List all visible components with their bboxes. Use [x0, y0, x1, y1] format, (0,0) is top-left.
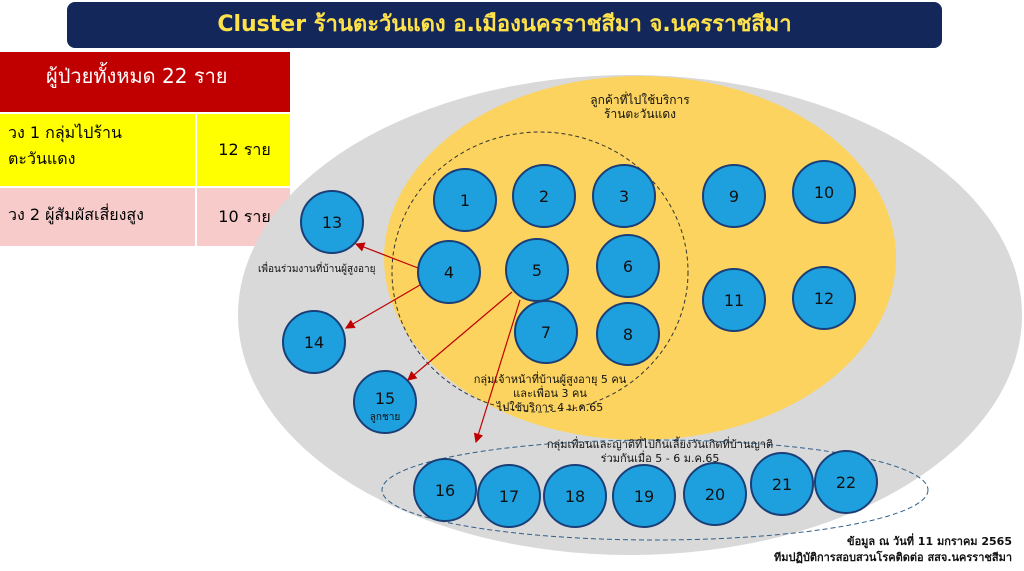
case-8-circle — [596, 302, 660, 366]
case-20-label: 20 — [705, 485, 725, 504]
case-4: 4 — [417, 240, 481, 304]
case-12-label: 12 — [814, 289, 834, 308]
case-17: 17 — [477, 464, 541, 528]
case-5: 5 — [505, 238, 569, 302]
case-22: 22 — [814, 450, 878, 514]
case-2-label: 2 — [539, 187, 549, 206]
arrow-5-to-15 — [407, 291, 513, 381]
case-18-circle — [543, 464, 607, 528]
case-7: 7 — [514, 300, 578, 364]
case-18-label: 18 — [565, 487, 585, 506]
case-9-circle — [702, 164, 766, 228]
case-16-label: 16 — [435, 481, 455, 500]
customers-label-line1: ลูกค้าที่ไปใช้บริการ — [590, 93, 690, 107]
coworkers-label: เพื่อนร่วมงานที่บ้านผู้สูงอายุ — [258, 264, 376, 275]
staff-label-line2: และเพื่อน 3 คน — [513, 387, 587, 400]
case-14-label: 14 — [304, 333, 324, 352]
case-2-circle — [512, 164, 576, 228]
case-22-circle — [814, 450, 878, 514]
ring1-label-line1: วง 1 กลุ่มไปร้าน — [8, 123, 122, 142]
case-19-label: 19 — [634, 487, 654, 506]
case-13-circle — [300, 190, 364, 254]
arrow-4-to-13 — [354, 242, 419, 269]
staff-group-label: กลุ่มเจ้าหน้าที่บ้านผู้สูงอายุ 5 คน และเ… — [455, 373, 645, 415]
case-4-label: 4 — [444, 263, 454, 282]
case-8: 8 — [596, 302, 660, 366]
case-6-circle — [596, 234, 660, 298]
case-21: 21 — [750, 452, 814, 516]
page-title: Cluster ร้านตะวันแดง อ.เมืองนครราชสีมา จ… — [67, 2, 942, 48]
transmission-arrows — [344, 242, 521, 444]
case-22-label: 22 — [836, 473, 856, 492]
case-5-label: 5 — [532, 261, 542, 280]
ring1-row: วง 1 กลุ่มไปร้าน ตะวันแดง 12 ราย — [0, 114, 290, 186]
customers-label-line2: ร้านตะวันแดง — [604, 107, 676, 121]
total-cases-cell: ผู้ป่วยทั้งหมด 22 ราย — [0, 52, 290, 112]
ring1-label-line2: ตะวันแดง — [8, 149, 76, 168]
ring2-count: 10 ราย — [218, 207, 271, 226]
case-15-circle — [353, 370, 417, 434]
case-3: 3 — [592, 164, 656, 228]
case-13-label: 13 — [322, 213, 342, 232]
case-19: 19 — [612, 464, 676, 528]
case-11-label: 11 — [724, 291, 744, 310]
staff-group-ring — [391, 131, 689, 413]
case-15-label: 15 — [375, 389, 395, 408]
case-20-circle — [683, 462, 747, 526]
case-21-circle — [750, 452, 814, 516]
case-12-circle — [792, 266, 856, 330]
case-14: 14 — [282, 310, 346, 374]
case-4-circle — [417, 240, 481, 304]
case-11: 11 — [702, 268, 766, 332]
case-1-circle — [433, 168, 497, 232]
staff-label-line3: ไปใช้บริการ 4 ม.ค.65 — [496, 401, 604, 414]
case-10: 10 — [792, 160, 856, 224]
customers-label: ลูกค้าที่ไปใช้บริการ ร้านตะวันแดง — [560, 93, 720, 121]
case-7-circle — [514, 300, 578, 364]
case-13: 13 — [300, 190, 364, 254]
case-9: 9 — [702, 164, 766, 228]
case-16: 16 — [413, 458, 477, 522]
case-20: 20 — [683, 462, 747, 526]
arrow-4-to-14 — [344, 284, 421, 329]
case-14-circle — [282, 310, 346, 374]
case-15: 15 ลูกชาย — [353, 370, 417, 434]
party-label-line1: กลุ่มเพื่อนและญาติที่ไปกินเลี้ยงวันเกิดท… — [546, 438, 774, 451]
case-7-label: 7 — [541, 323, 551, 342]
ring1-label: วง 1 กลุ่มไปร้าน ตะวันแดง — [0, 114, 197, 186]
case-21-label: 21 — [772, 475, 792, 494]
party-group-ring — [381, 439, 929, 541]
case-5-circle — [505, 238, 569, 302]
case-1-label: 1 — [460, 191, 470, 210]
case-17-circle — [477, 464, 541, 528]
case-10-circle — [792, 160, 856, 224]
ring1-count: 12 ราย — [218, 140, 271, 159]
footer-team: ทีมปฏิบัติการสอบสวนโรคติดต่อ สสจ.นครราชส… — [773, 551, 1012, 564]
case-17-label: 17 — [499, 487, 519, 506]
ring2-row: วง 2 ผู้สัมผัสเสี่ยงสูง 10 ราย — [0, 188, 290, 246]
case-8-label: 8 — [623, 325, 633, 344]
case-3-circle — [592, 164, 656, 228]
party-label-line2: ร่วมกันเมื่อ 5 - 6 ม.ค.65 — [600, 452, 720, 465]
case-11-circle — [702, 268, 766, 332]
case-2: 2 — [512, 164, 576, 228]
case-6-label: 6 — [623, 257, 633, 276]
ring2-label: วง 2 ผู้สัมผัสเสี่ยงสูง — [0, 188, 197, 246]
case-6: 6 — [596, 234, 660, 298]
case-18: 18 — [543, 464, 607, 528]
footer-date: ข้อมูล ณ วันที่ 11 มกราคม 2565 — [847, 535, 1012, 548]
case-19-circle — [612, 464, 676, 528]
case-3-label: 3 — [619, 187, 629, 206]
party-group-label: กลุ่มเพื่อนและญาติที่ไปกินเลี้ยงวันเกิดท… — [510, 438, 810, 466]
case-15-note: ลูกชาย — [370, 412, 400, 423]
case-10-label: 10 — [814, 183, 834, 202]
case-1: 1 — [433, 168, 497, 232]
arrow-5-to-16 — [473, 299, 521, 444]
case-16-circle — [413, 458, 477, 522]
case-12: 12 — [792, 266, 856, 330]
case-9-label: 9 — [729, 187, 739, 206]
staff-label-line1: กลุ่มเจ้าหน้าที่บ้านผู้สูงอายุ 5 คน — [473, 373, 627, 386]
